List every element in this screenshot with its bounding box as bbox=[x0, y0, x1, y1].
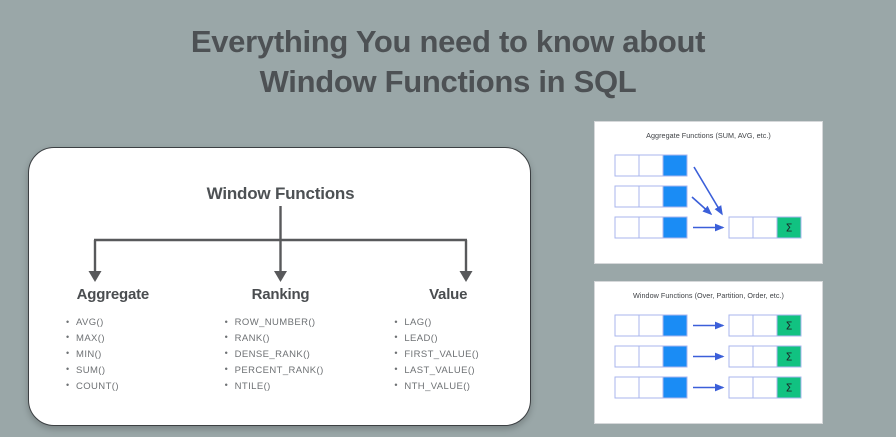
input-row bbox=[614, 376, 688, 399]
list-item: LEAD() bbox=[394, 330, 530, 347]
output-row: Σ bbox=[728, 216, 802, 239]
list-item: DENSE_RANK() bbox=[225, 346, 365, 363]
output-row: Σ bbox=[728, 376, 802, 399]
page-title-line-1: Everything You need to know about bbox=[190, 24, 706, 59]
column-heading-aggregate: Aggregate bbox=[76, 286, 150, 303]
column-aggregate: Aggregate AVG() MAX() MIN() SUM() COUNT(… bbox=[29, 286, 197, 395]
input-row bbox=[614, 185, 688, 208]
input-row bbox=[614, 314, 688, 337]
function-list-value: LAG() LEAD() FIRST_VALUE() LAST_VALUE() … bbox=[364, 315, 530, 395]
list-item: COUNT() bbox=[66, 378, 197, 395]
sigma-symbol: Σ bbox=[786, 382, 793, 395]
aggregate-panel-title: Aggregate Functions (SUM, AVG, etc.) bbox=[646, 131, 771, 140]
list-item: NTILE() bbox=[225, 378, 365, 395]
function-list-ranking: ROW_NUMBER() RANK() DENSE_RANK() PERCENT… bbox=[197, 315, 365, 395]
list-item: MAX() bbox=[66, 330, 197, 347]
input-row bbox=[614, 216, 688, 239]
list-item: FIRST_VALUE() bbox=[394, 346, 530, 363]
category-columns: Aggregate AVG() MAX() MIN() SUM() COUNT(… bbox=[29, 286, 530, 395]
window-functions-card: Window Functions Aggregate AVG() MAX() M… bbox=[28, 147, 531, 426]
list-item: NTH_VALUE() bbox=[394, 378, 530, 395]
list-item: LAG() bbox=[394, 315, 530, 331]
list-item: MIN() bbox=[66, 346, 197, 363]
list-item: AVG() bbox=[66, 315, 197, 331]
list-item: LAST_VALUE() bbox=[394, 362, 530, 379]
input-row bbox=[614, 154, 688, 177]
list-item: ROW_NUMBER() bbox=[225, 315, 365, 331]
window-panel-title: Window Functions (Over, Partition, Order… bbox=[633, 291, 784, 300]
sigma-symbol: Σ bbox=[786, 320, 793, 333]
list-item: RANK() bbox=[225, 330, 365, 347]
aggregate-functions-panel: Aggregate Functions (SUM, AVG, etc.) bbox=[594, 121, 823, 264]
sigma-symbol: Σ bbox=[786, 222, 793, 235]
window-diagram: Σ Σ Σ bbox=[614, 314, 802, 399]
column-heading-value: Value bbox=[429, 286, 468, 303]
list-item: SUM() bbox=[66, 362, 197, 379]
function-list-aggregate: AVG() MAX() MIN() SUM() COUNT() bbox=[29, 315, 197, 395]
list-item: PERCENT_RANK() bbox=[225, 362, 365, 379]
page-title: Everything You need to know about Window… bbox=[0, 22, 896, 101]
sigma-symbol: Σ bbox=[786, 351, 793, 364]
window-functions-panel: Window Functions (Over, Partition, Order… bbox=[594, 281, 823, 424]
column-value: Value LAG() LEAD() FIRST_VALUE() LAST_VA… bbox=[364, 286, 530, 395]
column-ranking: Ranking ROW_NUMBER() RANK() DENSE_RANK()… bbox=[197, 286, 365, 395]
output-row: Σ bbox=[728, 345, 802, 368]
aggregate-diagram: Σ bbox=[614, 154, 802, 239]
column-heading-ranking: Ranking bbox=[251, 286, 310, 303]
input-row bbox=[614, 345, 688, 368]
card-root-label: Window Functions bbox=[206, 184, 355, 203]
page-title-line-2: Window Functions in SQL bbox=[259, 63, 637, 99]
output-row: Σ bbox=[728, 314, 802, 337]
